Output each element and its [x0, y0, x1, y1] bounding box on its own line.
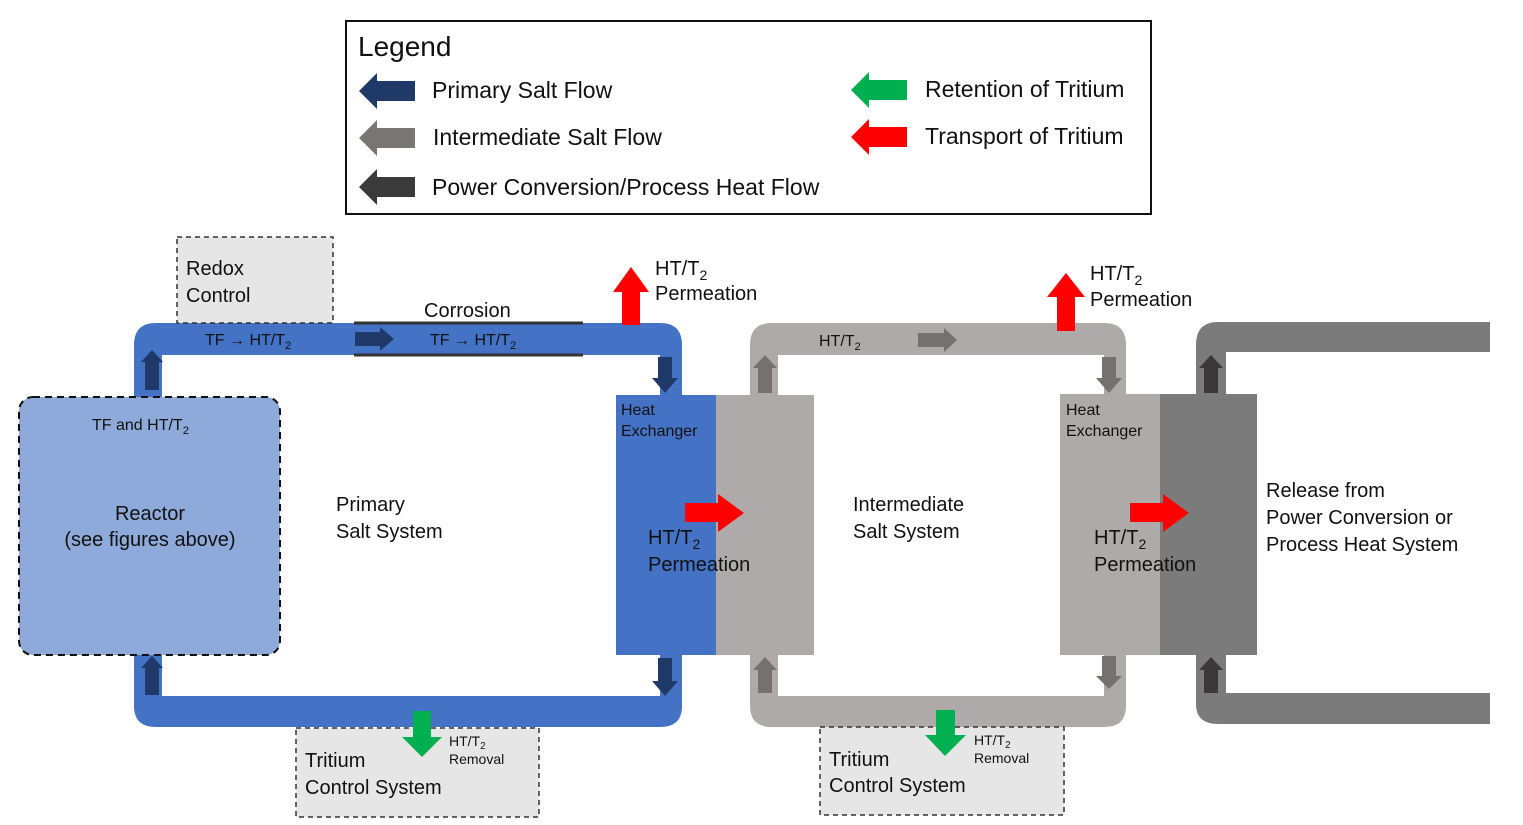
redox-control-box: Redox Control — [176, 236, 334, 324]
intermediate-down-arrow-top-icon — [1096, 357, 1122, 393]
hx1-label-line2: Exchanger — [621, 423, 698, 440]
hx2-intermediate-side — [1060, 394, 1160, 655]
legend-intermediate-arrow-icon — [359, 120, 415, 156]
legend-transport-label: Transport of Tritium — [925, 123, 1124, 149]
hx1-label-line1: Heat — [621, 402, 655, 419]
power-up-arrow-bottom-icon — [1199, 657, 1223, 693]
tcs1-removal-line1: HT/T2 — [449, 733, 486, 752]
tritium-control-system-2: HT/T2 Removal Tritium Control System — [819, 710, 1065, 816]
power-pipe-top — [1196, 322, 1490, 398]
tritium-control-system-1: HT/T2 Removal Tritium Control System — [295, 711, 540, 818]
heat-exchanger-2: Heat Exchanger HT/T2 Permeation — [1060, 394, 1257, 655]
permeation-top2-line1: HT/T2 — [1090, 263, 1142, 288]
tcs1-removal-arrow-icon — [402, 711, 442, 757]
permeation-up-arrow-2-icon — [1047, 273, 1085, 331]
reactor-title: Reactor — [115, 503, 185, 525]
legend-retention-label: Retention of Tritium — [925, 76, 1124, 102]
hx1-primary-side — [616, 395, 716, 655]
primary-up-arrow-top-icon — [141, 350, 163, 390]
intermediate-up-arrow-top-icon — [753, 355, 777, 393]
heat-exchanger-1: Heat Exchanger HT/T2 Permeation — [616, 395, 814, 655]
intermediate-pipe-bottom — [750, 655, 1126, 727]
hx2-permeation-arrow-icon — [1130, 494, 1189, 532]
primary-pipe-bottom — [134, 655, 682, 727]
power-loop — [1196, 322, 1490, 724]
hx2-permeation-line1: HT/T2 — [1094, 527, 1146, 552]
power-pipe-bottom — [1196, 655, 1490, 724]
reactor-species-label: TF and HT/T2 — [92, 417, 189, 437]
hx2-label-line2: Exchanger — [1066, 423, 1143, 440]
hx1-permeation-arrow-icon — [685, 494, 744, 532]
tcs2-removal-line2: Removal — [974, 750, 1029, 766]
legend-transport-arrow-icon — [851, 119, 907, 155]
intermediate-system-line2: Salt System — [853, 521, 960, 543]
permeation-top1-line1: HT/T2 — [655, 258, 707, 283]
tcs2-removal-line1: HT/T2 — [974, 732, 1011, 751]
legend-title: Legend — [358, 31, 451, 62]
power-up-arrow-top-icon — [1199, 355, 1223, 393]
tcs2-line1: Tritium — [829, 749, 889, 771]
corrosion-label: Corrosion — [424, 300, 511, 322]
primary-top-mid-label: TF → HT/T2 — [430, 332, 516, 352]
intermediate-right-arrow-icon — [918, 328, 957, 352]
reactor-box: TF and HT/T2 Reactor (see figures above) — [18, 396, 281, 656]
primary-pipe-top — [134, 323, 682, 398]
intermediate-down-arrow-bottom-icon — [1096, 656, 1122, 689]
primary-loop: TF → HT/T2 TF → HT/T2 Corrosion — [134, 300, 682, 727]
reactor-subtitle: (see figures above) — [64, 529, 235, 551]
legend-primary-arrow-icon — [359, 73, 415, 109]
primary-top-left-label: TF → HT/T2 — [205, 332, 291, 352]
hx2-power-side — [1160, 394, 1257, 655]
redox-line1: Redox — [186, 258, 244, 280]
primary-up-arrow-bottom-icon — [141, 656, 163, 695]
intermediate-pipe-top — [750, 323, 1126, 398]
permeation-top2-line2: Permeation — [1090, 289, 1192, 311]
tcs1-removal-line2: Removal — [449, 751, 504, 767]
hx1-intermediate-side — [716, 395, 814, 655]
primary-right-arrow-icon — [355, 327, 394, 351]
tcs2-line2: Control System — [829, 775, 966, 797]
tcs1-line2: Control System — [305, 777, 442, 799]
primary-system-line2: Salt System — [336, 521, 443, 543]
intermediate-system-line1: Intermediate — [853, 494, 964, 516]
primary-down-arrow-bottom-icon — [652, 658, 678, 696]
intermediate-top-label: HT/T2 — [819, 333, 861, 353]
legend-retention-arrow-icon — [851, 72, 907, 108]
legend-primary-label: Primary Salt Flow — [432, 77, 613, 103]
hx2-permeation-line2: Permeation — [1094, 554, 1196, 576]
release-line2: Power Conversion or — [1266, 507, 1453, 529]
intermediate-loop: HT/T2 — [750, 323, 1126, 727]
permeation-up-arrow-1-icon — [613, 267, 649, 325]
hx1-permeation-line2: Permeation — [648, 554, 750, 576]
intermediate-up-arrow-bottom-icon — [753, 657, 777, 693]
release-line1: Release from — [1266, 480, 1385, 502]
legend-intermediate-label: Intermediate Salt Flow — [433, 124, 662, 150]
tcs2-removal-arrow-icon — [925, 710, 966, 756]
tcs1-line1: Tritium — [305, 750, 365, 772]
hx1-permeation-line1: HT/T2 — [648, 527, 700, 552]
redox-line2: Control — [186, 285, 250, 307]
legend-power-arrow-icon — [359, 169, 415, 205]
legend: Legend Primary Salt Flow Intermediate Sa… — [345, 20, 1152, 215]
primary-down-arrow-top-icon — [652, 357, 678, 393]
legend-power-label: Power Conversion/Process Heat Flow — [432, 174, 820, 200]
primary-system-line1: Primary — [336, 494, 405, 516]
legend-frame — [345, 20, 1152, 215]
release-line3: Process Heat System — [1266, 534, 1458, 556]
permeation-top1-line2: Permeation — [655, 283, 757, 305]
hx2-label-line1: Heat — [1066, 402, 1100, 419]
